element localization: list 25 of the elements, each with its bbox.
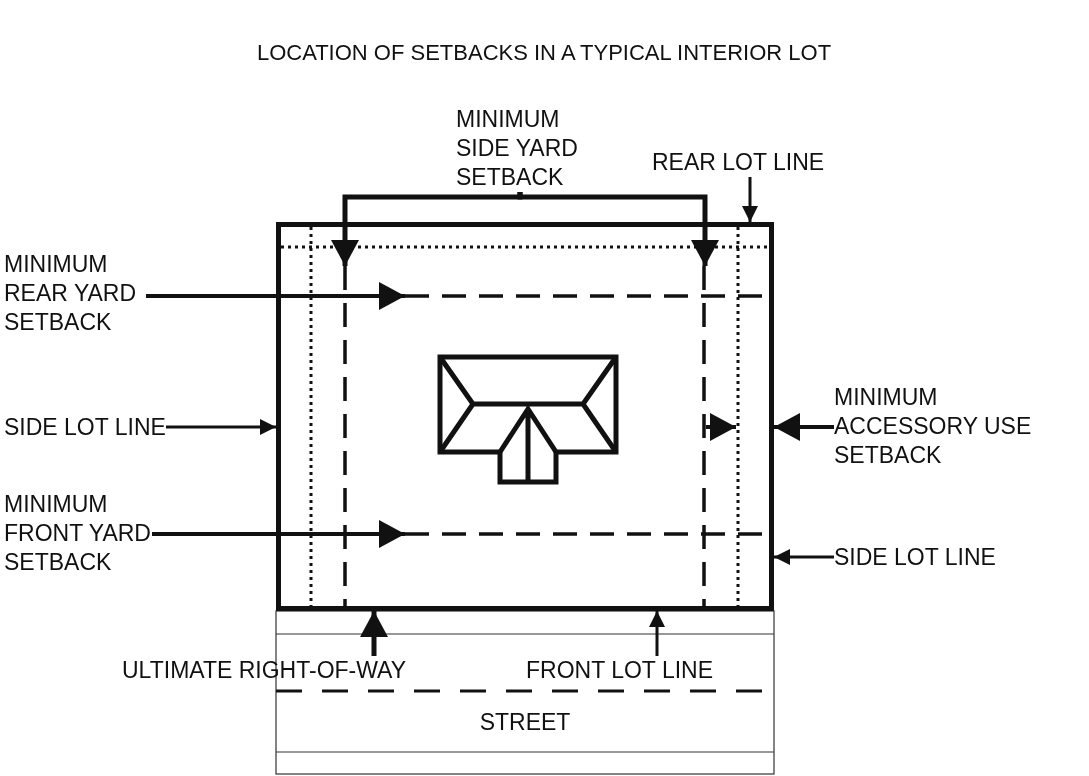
callout-text: FRONT LOT LINE [526,656,714,685]
diagram-title: LOCATION OF SETBACKS IN A TYPICAL INTERIOR LOT [255,40,833,66]
leader-arrow [517,192,719,266]
callout-text: MINIMUM ACCESSORY USE SETBACK [834,383,1079,470]
callout-text: REAR LOT LINE [652,148,825,177]
callout-text: MINIMUM SIDE YARD SETBACK [456,105,584,192]
setback-line [702,266,706,607]
accessory-setback-line [736,227,740,606]
callout-text: MINIMUM REAR YARD SETBACK [4,250,146,337]
street-label: STREET [276,694,774,750]
leader-arrow [742,177,758,222]
leader-arrow [649,611,665,656]
setback-line [343,266,347,607]
leader-arrow [146,282,405,310]
callout-text: SIDE LOT LINE [834,543,996,572]
leader-arrow [360,611,388,656]
callout-text: MINIMUM FRONT YARD SETBACK [4,490,152,577]
callout-text: ULTIMATE RIGHT-OF-WAY [122,656,407,685]
leader-arrow [166,419,276,435]
leader-arrow [706,413,736,441]
callout-text: SIDE LOT LINE [4,413,166,442]
leader-arrow [774,413,834,441]
leader-arrow [152,520,405,548]
leader-arrow [774,549,834,565]
lot-outline [276,222,774,611]
